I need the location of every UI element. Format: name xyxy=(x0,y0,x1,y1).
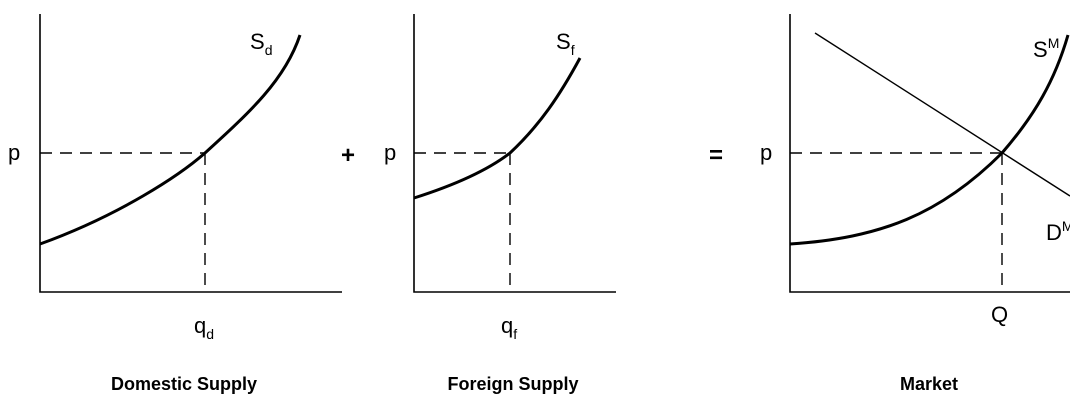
market-supply-label: SM xyxy=(1033,35,1059,62)
foreign-panel-title: Foreign Supply xyxy=(447,374,578,394)
market-quantity-label: Q xyxy=(991,302,1008,327)
domestic-supply-panel: p qd Sd Domestic Supply xyxy=(8,14,342,394)
foreign-axes xyxy=(413,14,616,293)
foreign-supply-curve xyxy=(413,57,582,200)
foreign-curve-label: Sf xyxy=(556,29,575,58)
domestic-price-label: p xyxy=(8,140,20,165)
market-price-label: p xyxy=(760,140,772,165)
market-axes xyxy=(789,14,1070,293)
foreign-price-label: p xyxy=(384,140,396,165)
equals-operator: = xyxy=(709,142,723,169)
foreign-quantity-label: qf xyxy=(501,313,517,342)
domestic-curve-label: Sd xyxy=(250,29,272,58)
market-panel: p Q SM DM Market xyxy=(760,14,1070,394)
domestic-quantity-label: qd xyxy=(194,313,214,342)
plus-operator: + xyxy=(341,142,355,169)
domestic-supply-curve xyxy=(39,34,302,246)
market-demand-label: DM xyxy=(1046,218,1070,245)
market-demand-curve xyxy=(814,32,1070,197)
market-panel-title: Market xyxy=(900,374,958,394)
foreign-supply-panel: p qf Sf Foreign Supply xyxy=(384,14,616,394)
market-supply-curve xyxy=(789,34,1070,246)
domestic-axes xyxy=(39,14,342,293)
domestic-panel-title: Domestic Supply xyxy=(111,374,257,394)
